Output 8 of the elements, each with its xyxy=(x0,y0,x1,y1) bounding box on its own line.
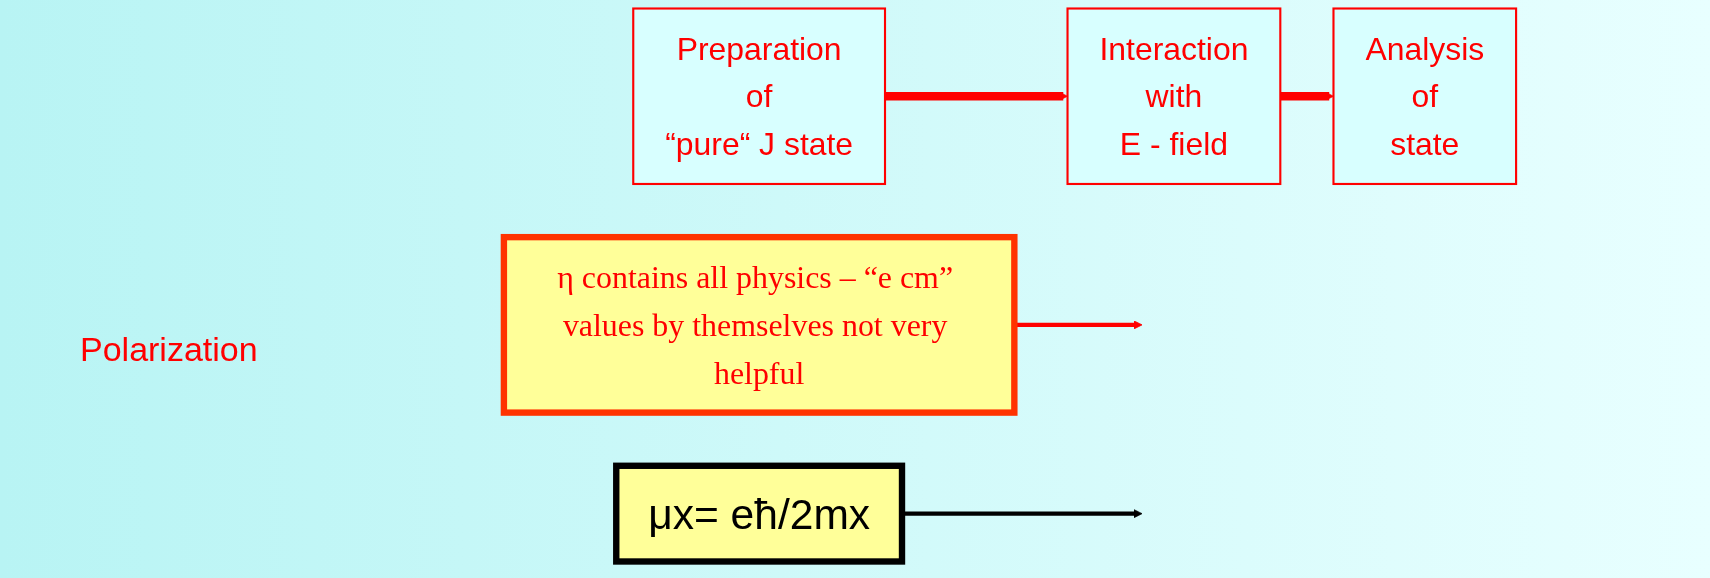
node-box: η contains all physics – “e cm” values by themselves not very helpful xyxy=(500,233,1018,416)
arrow xyxy=(885,91,1068,101)
node-box: Preparation of “pure“ J state xyxy=(632,7,887,186)
node-box: Interaction with E - field xyxy=(1066,7,1282,186)
node-box: Analysis of state xyxy=(1332,7,1518,186)
side-label: Polarization xyxy=(80,330,258,369)
node-box: μx= eħ/2mx xyxy=(613,462,906,565)
arrow xyxy=(1280,91,1334,101)
